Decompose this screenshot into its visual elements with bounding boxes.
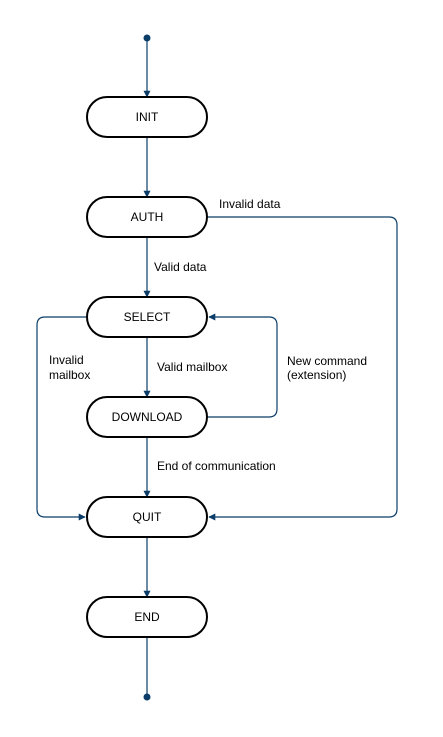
edge-download-to-select bbox=[207, 313, 278, 418]
node-end: END bbox=[86, 596, 208, 638]
label-valid-data: Valid data bbox=[154, 260, 207, 274]
node-download: DOWNLOAD bbox=[86, 396, 208, 438]
end-point bbox=[143, 693, 151, 701]
label-new-command-line1: New command bbox=[287, 354, 367, 368]
node-auth: AUTH bbox=[86, 196, 208, 238]
node-quit-label: QUIT bbox=[133, 510, 162, 524]
label-valid-mailbox: Valid mailbox bbox=[157, 360, 227, 374]
node-select-label: SELECT bbox=[124, 310, 171, 324]
edge-auth-to-quit bbox=[207, 216, 398, 521]
node-download-label: DOWNLOAD bbox=[112, 410, 183, 424]
node-end-label: END bbox=[134, 610, 160, 624]
node-init-label: INIT bbox=[136, 110, 159, 124]
label-invalid-mailbox-line1: Invalid bbox=[49, 353, 84, 367]
label-invalid-data: Invalid data bbox=[219, 197, 281, 211]
node-auth-label: AUTH bbox=[131, 210, 164, 224]
label-invalid-mailbox-line2: mailbox bbox=[49, 368, 90, 382]
node-init: INIT bbox=[86, 96, 208, 138]
edge-select-to-quit bbox=[36, 316, 87, 521]
label-end-of-communication: End of communication bbox=[157, 459, 276, 473]
label-new-command-line2: (extension) bbox=[287, 368, 346, 382]
node-quit: QUIT bbox=[86, 496, 208, 538]
node-select: SELECT bbox=[86, 296, 208, 338]
